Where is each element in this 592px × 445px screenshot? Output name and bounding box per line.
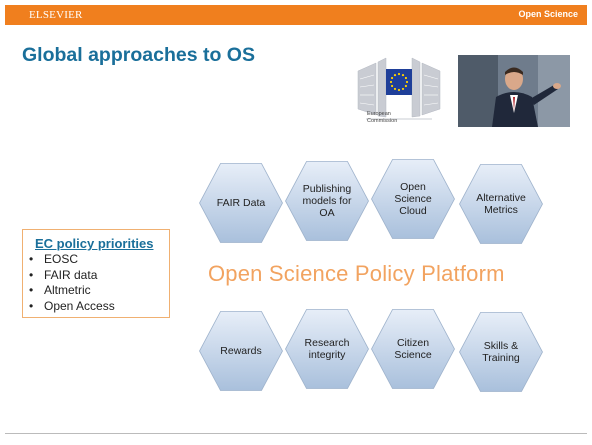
hexagon-shape xyxy=(199,163,283,243)
eu-star-icon xyxy=(401,73,405,77)
european-commission-logo xyxy=(357,57,441,120)
eu-star-icon xyxy=(393,87,397,91)
hexagon-label: Skills & Training xyxy=(466,313,537,392)
hexagon-shape xyxy=(285,161,369,241)
hexagon-shape xyxy=(371,159,455,239)
eu-star-icon xyxy=(397,72,401,76)
hexagon-label-text: Open Science Cloud xyxy=(394,181,432,217)
policy-priorities-box: EC policy priorities •EOSC •FAIR data •A… xyxy=(22,229,170,318)
policy-priorities-list: •EOSC •FAIR data •Altmetric •Open Access xyxy=(27,252,115,314)
hexagon-label-text: Publishing models for OA xyxy=(302,183,352,219)
hexagon-label-text: Citizen Science xyxy=(394,337,432,361)
hexagon-label-text: Rewards xyxy=(220,345,262,357)
hexagon-shape xyxy=(459,164,543,244)
list-item: •Open Access xyxy=(29,298,115,313)
list-item: •FAIR data xyxy=(29,267,98,282)
eu-star-icon xyxy=(397,88,401,92)
list-item: •Altmetric xyxy=(29,283,91,297)
hexagon-label-text: Skills & Training xyxy=(482,340,520,364)
hexagon-label: Research integrity xyxy=(292,310,363,389)
eu-star-icon xyxy=(393,73,397,77)
elsevier-wordmark: ELSEVIER xyxy=(29,9,83,21)
slide-title: Global approaches to OS xyxy=(22,44,255,66)
hexagon-shape xyxy=(285,309,369,389)
eu-star-icon xyxy=(401,87,405,91)
section-label: Open Science xyxy=(518,9,578,19)
eu-star-icon xyxy=(404,76,408,80)
hexagon-label: Open Science Cloud xyxy=(378,160,449,239)
presenter-photo xyxy=(458,55,570,127)
platform-title: Open Science Policy Platform xyxy=(208,261,505,286)
hexagon-shape xyxy=(371,309,455,389)
hexagon-label: FAIR Data xyxy=(206,164,277,243)
hexagon-label-text: FAIR Data xyxy=(216,197,266,209)
eu-star-icon xyxy=(404,84,408,88)
ec-logo-caption: European Commission xyxy=(367,111,427,125)
list-item: •EOSC xyxy=(29,252,79,266)
policy-priorities-title: EC policy priorities xyxy=(35,236,154,251)
hexagon-label: Rewards xyxy=(206,312,277,391)
eu-star-icon xyxy=(390,76,394,80)
eu-star-icon xyxy=(389,80,393,84)
hexagon-shape xyxy=(459,312,543,392)
ec-caption-line2: Commission xyxy=(367,118,398,124)
header-bar: ELSEVIER Open Science xyxy=(5,5,587,25)
hexagon-label: Publishing models for OA xyxy=(292,162,363,241)
hexagon-label-text: Alternative Metrics xyxy=(476,192,526,216)
hexagon-label-text: Research integrity xyxy=(304,337,350,361)
ec-caption-line1: European xyxy=(367,111,391,117)
eu-star-icon xyxy=(405,80,409,84)
hexagon-label: Citizen Science xyxy=(378,310,449,389)
hexagon-label: Alternative Metrics xyxy=(466,165,537,244)
footer-divider xyxy=(5,433,587,434)
hexagon-shape xyxy=(199,311,283,391)
eu-star-icon xyxy=(390,84,394,88)
